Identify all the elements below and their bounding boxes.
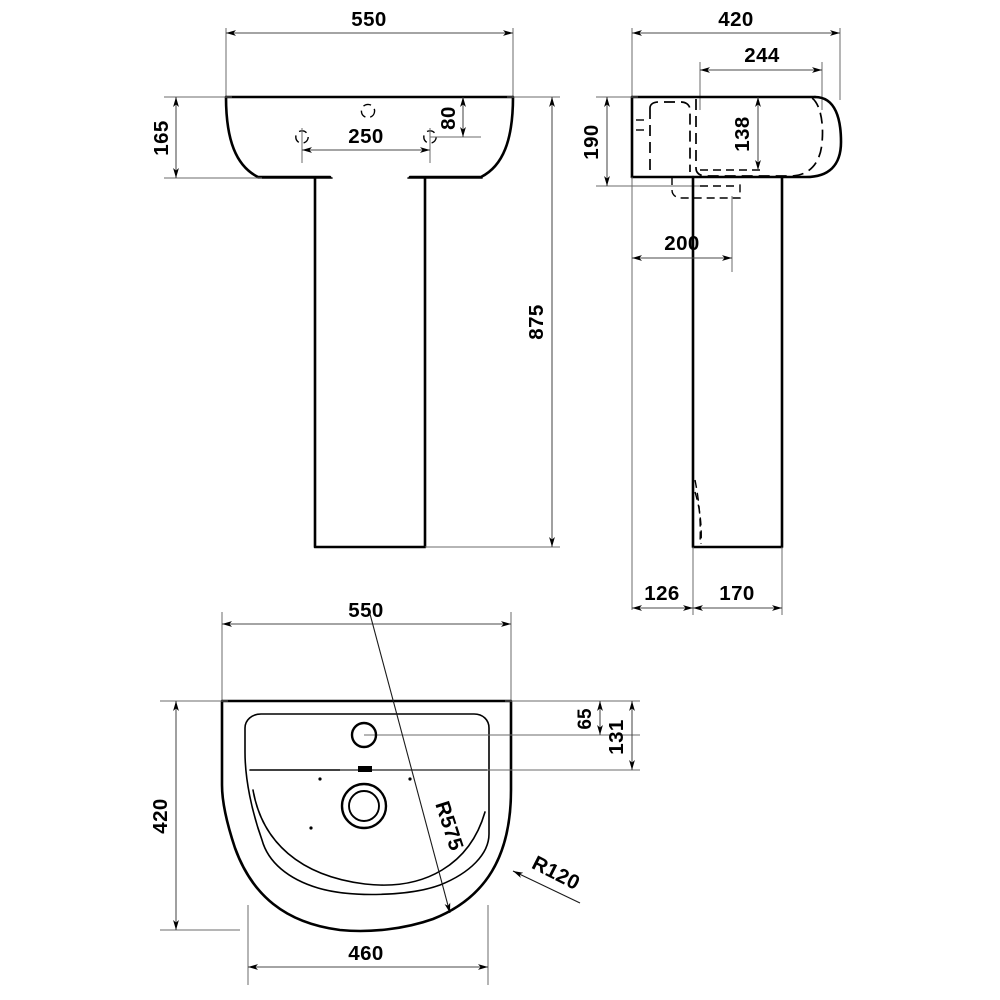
dim-label-126: 126 [644,582,679,605]
dim-label-190: 190 [580,124,603,159]
locating-dot [318,777,322,781]
dim-label-420-plan: 420 [149,798,172,833]
dim-label-550-front: 550 [351,8,386,31]
dim-label-r120: R120 [528,851,584,894]
radius-leader-r120 [512,870,581,904]
dim-label-460: 460 [348,942,383,965]
dim-label-550-plan: 550 [348,599,383,622]
basin-bowl-inner-rim [244,713,490,896]
front-elevation-view: 165 250 80 875 550 [150,8,560,549]
waste-outlet-inner-plan [348,790,380,822]
pedestal-break-mark-2 [694,491,702,545]
dim-label-138: 138 [731,116,754,151]
basin-right-curve [408,95,515,179]
dim-label-200: 200 [664,232,699,255]
pedestal-collar-hidden [671,177,741,199]
dim-label-165: 165 [150,120,173,155]
dim-label-80: 80 [437,106,460,130]
dim-label-250: 250 [348,125,383,148]
bowl-hidden-inner-profile [695,97,824,177]
waste-outlet-outer-plan [340,782,388,830]
side-elevation-view: 420 244 190 [580,8,843,615]
dim-label-65: 65 [575,708,596,730]
basin-front-profile-side [630,95,843,179]
dim-label-420-side: 420 [718,8,753,31]
plan-view: 550 42 [149,599,640,985]
locating-dot [309,826,313,830]
dim-label-244: 244 [744,44,780,67]
dim-label-131: 131 [605,719,628,754]
pedestal-side-outline [691,175,784,549]
radius-leader-r575 [369,613,451,914]
locating-dot [408,777,412,781]
basin-left-curve [224,95,332,179]
overflow-hole-front [360,103,376,119]
pedestal-front-outline [313,176,427,549]
dim-label-r575: R575 [430,798,468,853]
tap-hole-plan [350,721,378,749]
bowl-floor-curve [252,789,486,886]
dim-label-170: 170 [719,582,754,605]
bowl-hidden-pocket [649,101,691,172]
overflow-slot-plan [358,766,372,772]
dim-label-875: 875 [525,304,548,339]
basin-plan-outer-outline [220,699,513,933]
